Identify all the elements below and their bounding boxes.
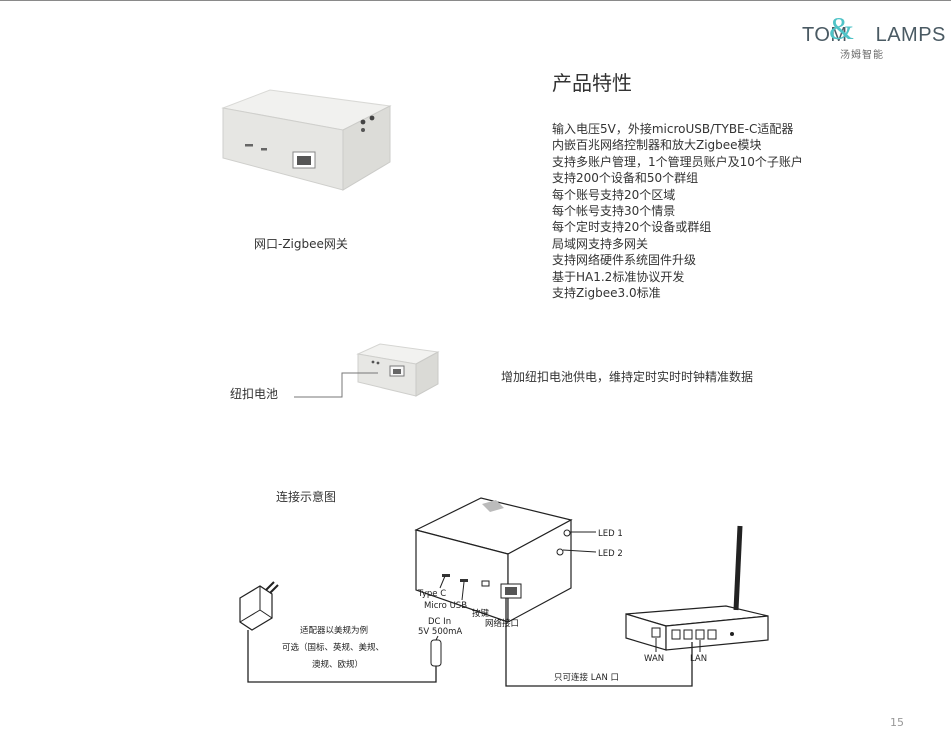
page-number: 15 bbox=[890, 716, 904, 729]
top-rule bbox=[0, 0, 951, 1]
feature-item: 基于HA1.2标准协议开发 bbox=[552, 269, 685, 284]
logo-right-text: LAMPS bbox=[875, 24, 946, 46]
dc-in-label: DC In bbox=[428, 617, 451, 627]
gateway-caption: 网口-Zigbee网关 bbox=[254, 237, 348, 251]
adapter-note-line2: 可选（国标、英规、美规、 bbox=[282, 642, 384, 653]
dc-spec-label: 5V 500mA bbox=[418, 627, 462, 637]
logo-left-text: TOM bbox=[802, 24, 848, 46]
power-adapter-icon bbox=[239, 581, 279, 631]
button-battery-image bbox=[294, 343, 440, 398]
feature-item: 支持网络硬件系统固件升级 bbox=[552, 253, 697, 268]
logo-subtitle: 汤姆智能 bbox=[840, 50, 884, 61]
battery-caption: 纽扣电池 bbox=[230, 387, 279, 401]
network-port-label: 网络接口 bbox=[485, 618, 519, 629]
router-icon bbox=[625, 525, 769, 651]
micro-usb-label: Micro USB bbox=[424, 601, 467, 611]
lan-label: LAN bbox=[690, 654, 707, 664]
feature-item: 支持200个设备和50个群组 bbox=[552, 171, 699, 186]
feature-item: 支持多账户管理，1个管理员账户及10个子账户 bbox=[552, 154, 803, 169]
diagram-gateway bbox=[414, 497, 573, 624]
battery-description: 增加纽扣电池供电，维持定时实时时钟精准数据 bbox=[501, 370, 754, 384]
adapter-note-line1: 适配器以美规为例 bbox=[300, 625, 368, 636]
wan-label: WAN bbox=[644, 654, 664, 664]
feature-item: 每个定时支持20个设备或群组 bbox=[552, 220, 712, 235]
led2-label: LED 2 bbox=[598, 549, 623, 559]
led1-label: LED 1 bbox=[598, 529, 623, 539]
feature-item: 支持Zigbee3.0标准 bbox=[552, 286, 661, 301]
feature-item: 每个帐号支持30个情景 bbox=[552, 204, 676, 219]
feature-item: 输入电压5V，外接microUSB/TYBE-C适配器 bbox=[552, 122, 794, 136]
logo-ampersand-icon: & bbox=[829, 10, 854, 46]
connection-diagram: LED 1 LED 2 Type C Micro USB 按键 DC In 5V… bbox=[239, 497, 769, 687]
feature-item: 每个账号支持20个区域 bbox=[552, 187, 676, 202]
gateway-device-image bbox=[221, 89, 392, 191]
diagram-caption: 连接示意图 bbox=[276, 490, 337, 504]
page-title: 产品特性 bbox=[552, 71, 632, 95]
adapter-note-line3: 澳规、欧规） bbox=[312, 659, 363, 670]
logo-wordmark: TOM LAMPS bbox=[802, 24, 946, 47]
button-label: 按键 bbox=[472, 608, 490, 619]
brand-logo: TOM LAMPS & 汤姆智能 bbox=[800, 10, 945, 61]
feature-item: 局域网支持多网关 bbox=[552, 236, 649, 251]
type-c-label: Type C bbox=[417, 589, 446, 599]
feature-list: 输入电压5V，外接microUSB/TYBE-C适配器 内嵌百兆网络控制器和放大… bbox=[552, 121, 803, 301]
lan-only-label: 只可连接 LAN 口 bbox=[554, 672, 619, 683]
feature-item: 内嵌百兆网络控制器和放大Zigbee模块 bbox=[552, 138, 762, 153]
